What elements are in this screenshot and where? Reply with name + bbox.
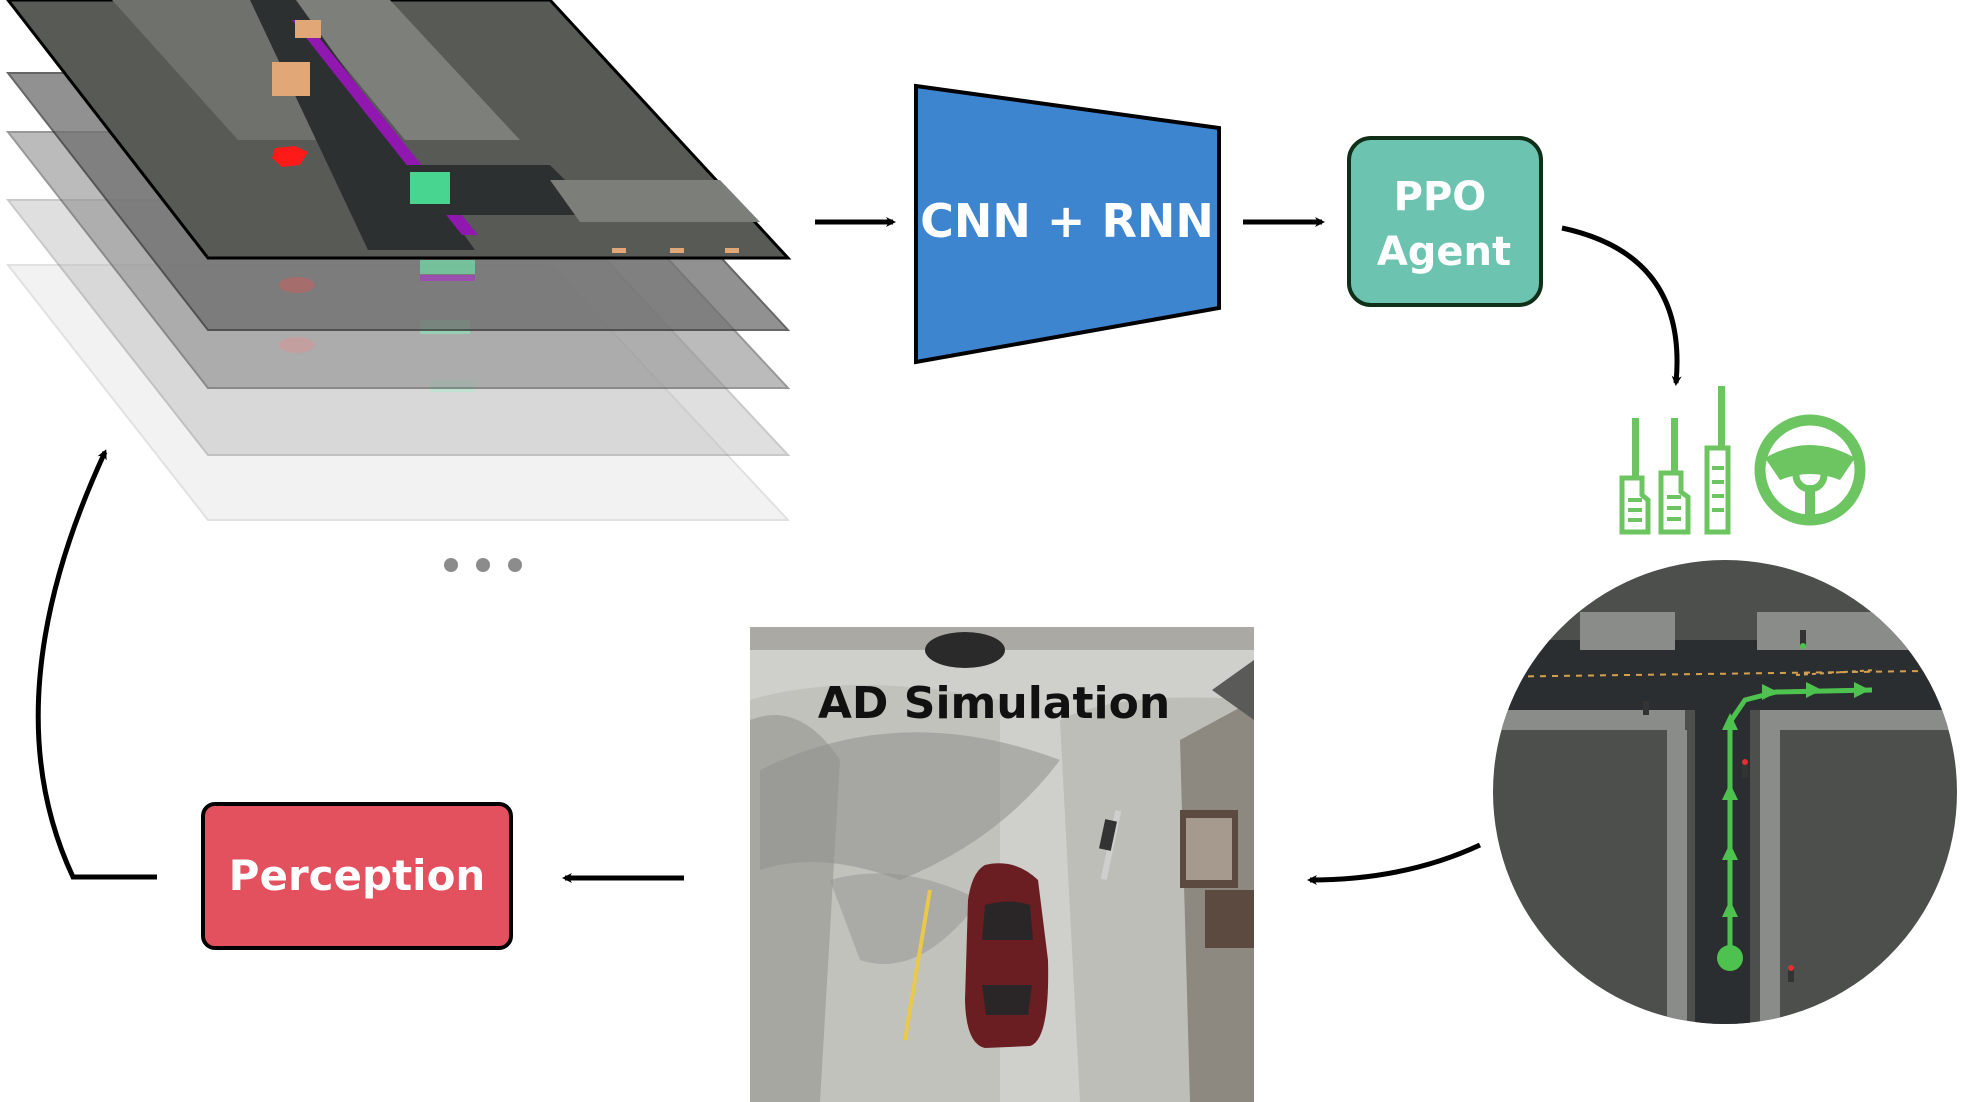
edges [35, 217, 1682, 885]
steering-wheel-icon [1754, 414, 1866, 526]
cnn-rnn-label: CNN + RNN [920, 194, 1214, 248]
arrow-ppo-to-controls [1561, 225, 1682, 386]
ego-car [965, 863, 1049, 1048]
perception-node: Perception [201, 802, 513, 950]
bev-layer-stack [5, 0, 792, 521]
bev-layer-1 [6, 0, 792, 260]
cnn-rnn-node: CNN + RNN [914, 83, 1221, 365]
ellipsis-dots [444, 558, 522, 572]
pedal-icon [1619, 418, 1651, 535]
simulation-title: AD Simulation [818, 678, 1170, 729]
perception-label: Perception [229, 851, 486, 900]
ppo-agent-node: PPO Agent [1347, 136, 1543, 307]
ppo-label-line2: Agent [1377, 229, 1511, 275]
trajectory-map [1493, 560, 1957, 1024]
arrow-perception-to-stack [35, 449, 157, 880]
ad-simulation-image: AD Simulation [750, 627, 1254, 1102]
pedal-icon [1704, 386, 1731, 535]
pedal-icon [1658, 418, 1691, 535]
arrow-map-to-simulation [1307, 842, 1482, 885]
control-icons [1619, 386, 1866, 535]
ppo-label-line1: PPO [1394, 174, 1487, 220]
